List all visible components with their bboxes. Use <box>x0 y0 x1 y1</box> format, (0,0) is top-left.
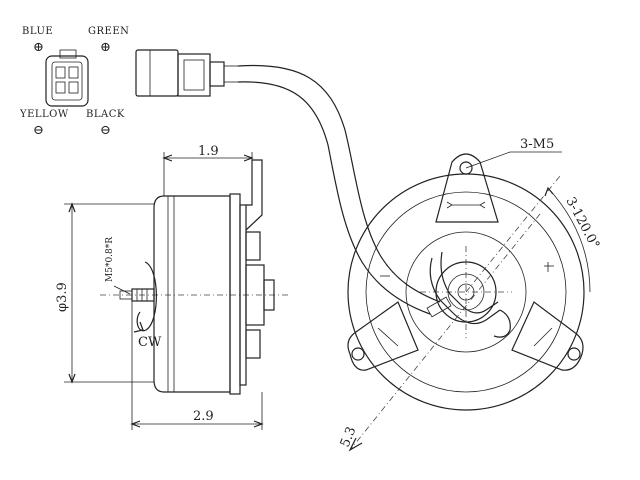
label-yellow: YELLOW <box>19 109 69 120</box>
mounting-lug-top <box>435 153 499 223</box>
minus-symbol-black: ⊖ <box>100 123 111 138</box>
thread-label: M5*0.8*R <box>105 237 115 282</box>
power-cable <box>237 64 441 315</box>
plus-symbol-blue: ⊕ <box>33 40 44 55</box>
label-blue: BLUE <box>22 26 53 37</box>
connector-pinout: BLUE ⊕ GREEN ⊕ YELLOW ⊖ BLACK ⊖ <box>19 26 129 138</box>
wiring-trace <box>426 251 511 338</box>
label-black: BLACK <box>86 109 125 120</box>
top-width-dimension: 1.9 <box>198 144 219 159</box>
plus-symbol-green: ⊕ <box>100 40 111 55</box>
connector-side-icon <box>135 49 240 97</box>
label-green: GREEN <box>88 26 129 37</box>
bottom-width-dimension: 2.9 <box>193 409 214 424</box>
bolt-angle-label: 3-120.0° <box>562 195 602 252</box>
mounting-lug-left <box>347 301 419 371</box>
diameter-dimension: φ3.9 <box>55 282 70 312</box>
motor-side-view: CW M5*0.8*R φ3.9 1.9 2.9 <box>55 144 290 430</box>
rotation-label: CW <box>138 335 162 350</box>
connector-face-icon <box>45 49 89 107</box>
minus-symbol-yellow: ⊖ <box>33 123 44 138</box>
motor-front-view: 3-M5 3-120.0° 5.3 <box>338 137 602 452</box>
bolt-spec-label: 3-M5 <box>520 137 554 152</box>
pcd-label: 5.3 <box>338 425 360 450</box>
mounting-lug-right <box>511 301 584 371</box>
